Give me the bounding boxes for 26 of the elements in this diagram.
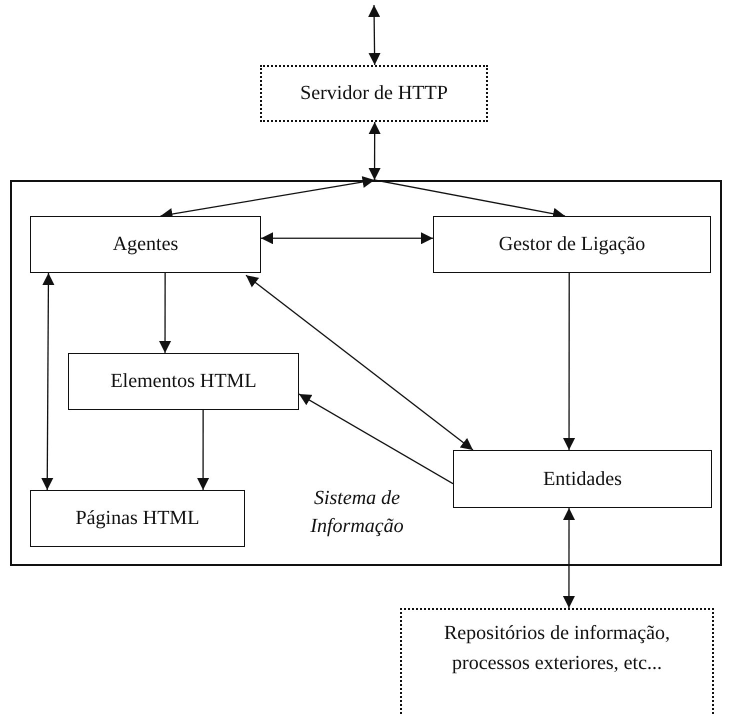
arrow — [562, 508, 576, 608]
process-box — [68, 353, 299, 410]
external-box — [400, 608, 714, 714]
arrow — [197, 410, 210, 490]
arrow — [246, 274, 474, 451]
arrow — [563, 273, 576, 450]
arrow — [298, 393, 454, 484]
node-label: Entidades — [543, 468, 622, 490]
node-label: Gestor de Ligação — [498, 233, 646, 256]
arrow — [41, 273, 54, 490]
node-label: Servidor de HTTP — [300, 82, 448, 105]
arrow — [368, 122, 381, 180]
server-box — [260, 65, 488, 122]
process-box — [433, 216, 711, 273]
system-frame — [10, 180, 722, 566]
node-label: Repositórios de informação, processos exteriores, etc... — [442, 621, 672, 676]
frame-label: Sistema de Informação — [309, 486, 405, 539]
process-box — [30, 490, 245, 547]
process-box — [30, 216, 261, 273]
process-box — [453, 450, 712, 508]
node-label: Elementos HTML — [110, 370, 257, 393]
arrow — [261, 232, 433, 244]
arrow — [368, 5, 381, 65]
node-label: Páginas HTML — [76, 507, 200, 530]
arrow — [159, 273, 172, 353]
node-label: Agentes — [112, 233, 178, 256]
